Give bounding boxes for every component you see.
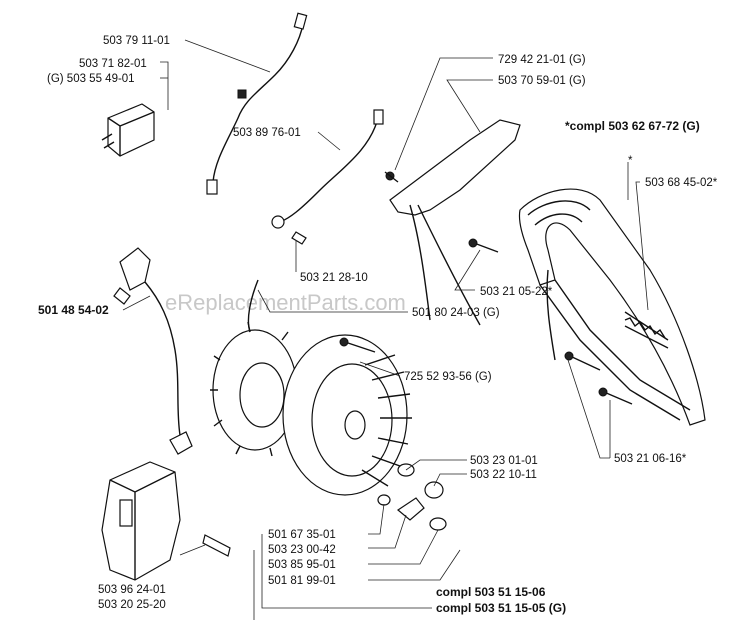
leader-lines [122, 39, 649, 620]
ignition-lead [113, 247, 181, 436]
cable-503-89-76-01 [271, 109, 384, 245]
label-503-70-59-01: 503 70 59-01 (G) [498, 75, 586, 87]
label-725-52-93-56: 725 52 93-56 (G) [404, 371, 492, 383]
switch-block [101, 103, 155, 157]
label-503-89-76-01: 503 89 76-01 [233, 127, 301, 139]
stator [210, 279, 305, 457]
label-501-80-24-03: 501 80 24-03 (G) [412, 307, 500, 319]
label-503-96-24-01: 503 96 24-01 [98, 584, 166, 596]
screw-503-21-05-22 [468, 238, 499, 253]
label-501-81-99-01: 501 81 99-01 [268, 575, 336, 587]
label-503-21-05-22: 503 21 05-22* [480, 286, 553, 298]
ignition-module [101, 431, 231, 581]
label-501-48-54-02: 501 48 54-02 [38, 303, 109, 317]
washers-nuts [377, 463, 447, 531]
label-503-21-06-16: 503 21 06-16* [614, 453, 687, 465]
label-compl-503-51-15-05: compl 503 51 15-05 (G) [436, 601, 566, 615]
label-compl-503-62-67-72: *compl 503 62 67-72 (G) [565, 119, 700, 133]
label-729-42-21-01: 729 42 21-01 (G) [498, 54, 586, 66]
label-g-503-55-49-01: (G) 503 55 49-01 [47, 73, 135, 85]
label-503-68-45-02: 503 68 45-02* [645, 177, 718, 189]
spring [624, 311, 669, 349]
bracket-plate [384, 119, 521, 326]
label-503-20-25-20: 503 20 25-20 [98, 599, 166, 611]
label-501-67-35-01: 501 67 35-01 [268, 529, 336, 541]
label-star: * [628, 155, 633, 167]
label-503-79-11-01: 503 79 11-01 [103, 35, 170, 47]
screws-503-21-06-16 [564, 351, 633, 405]
screw-725-52-93-56 [339, 337, 376, 353]
handle-bar [518, 188, 706, 426]
label-compl-503-51-15-06: compl 503 51 15-06 [436, 585, 546, 599]
label-503-22-10-11: 503 22 10-11 [470, 469, 537, 481]
flywheel [282, 334, 412, 496]
label-503-85-95-01: 503 85 95-01 [268, 559, 336, 571]
watermark-text: eReplacementParts.com [165, 290, 406, 315]
part-labels: 503 79 11-01 503 71 82-01 (G) 503 55 49-… [38, 35, 718, 615]
label-503-71-82-01: 503 71 82-01 [79, 58, 147, 70]
label-503-21-28-10: 503 21 28-10 [300, 272, 368, 284]
cable-503-79-11-01 [206, 12, 308, 195]
label-503-23-01-01: 503 23 01-01 [470, 455, 538, 467]
label-503-23-00-42: 503 23 00-42 [268, 544, 336, 556]
